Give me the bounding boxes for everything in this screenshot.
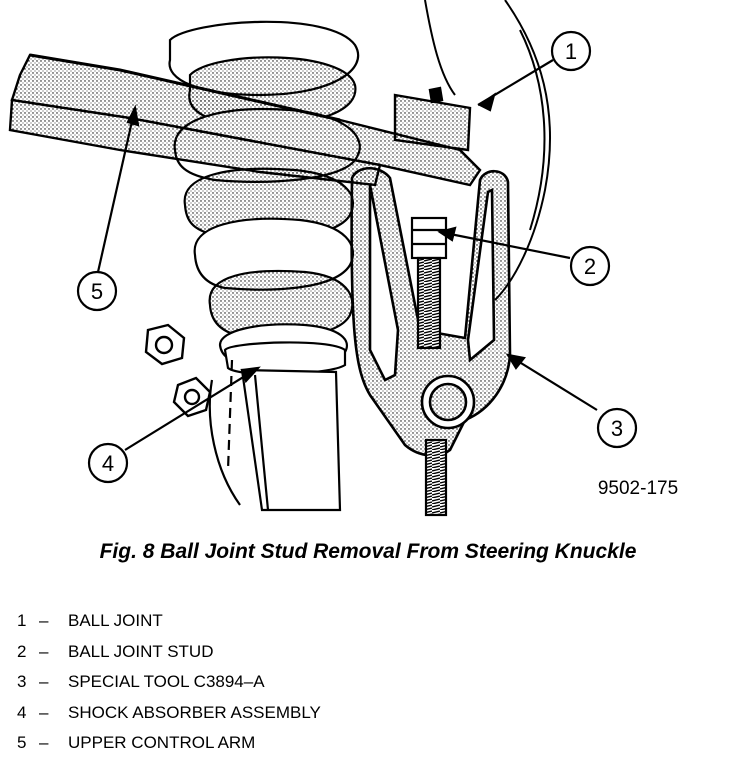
legend-list: 1–BALL JOINT 2–BALL JOINT STUD 3–SPECIAL…: [17, 606, 717, 759]
legend-number: 1: [17, 611, 27, 630]
legend-label: BALL JOINT: [68, 611, 163, 630]
legend-dash: –: [39, 672, 49, 691]
legend-number: 4: [17, 702, 27, 722]
legend-label: SPECIAL TOOL C3894–A: [68, 672, 265, 691]
legend-number: 3: [17, 672, 27, 691]
leader-3: [507, 354, 598, 411]
ball-joint-stud: [410, 216, 448, 517]
legend-item: 5–UPPER CONTROL ARM: [17, 728, 717, 759]
callout-3: 3: [596, 407, 638, 449]
coil-spring: [168, 20, 361, 369]
svg-text:4: 4: [102, 451, 114, 476]
figure-caption: Fig. 8 Ball Joint Stud Removal From Stee…: [99, 540, 637, 563]
special-tool-c3894a: [350, 166, 512, 457]
ball-joint: [393, 86, 472, 152]
callout-2: 2: [569, 245, 611, 287]
legend-label: BALL JOINT STUD: [68, 641, 214, 661]
callout-5: 5: [76, 270, 118, 312]
legend-item: 3–SPECIAL TOOL C3894–A: [17, 667, 717, 698]
svg-text:5: 5: [91, 279, 103, 304]
technical-illustration: 1 2 3 4 5 9502-175: [8, 0, 678, 517]
legend-item: 1–BALL JOINT: [17, 606, 717, 637]
legend-dash: –: [39, 611, 49, 630]
legend-label: UPPER CONTROL ARM: [68, 733, 256, 752]
legend-item: 4–SHOCK ABSORBER ASSEMBLY: [17, 698, 717, 729]
legend-number: 2: [17, 641, 27, 661]
legend-number: 5: [17, 733, 27, 752]
drawing-number: 9502-175: [598, 478, 678, 499]
legend-item: 2–BALL JOINT STUD: [17, 637, 717, 668]
legend-label: SHOCK ABSORBER ASSEMBLY: [68, 702, 321, 722]
leader-4: [124, 367, 259, 451]
svg-text:3: 3: [611, 416, 623, 441]
leader-lines: [96, 59, 598, 451]
steering-knuckle-outline: [424, 0, 551, 301]
shock-absorber: [208, 341, 347, 512]
leader-2: [439, 230, 571, 260]
legend-dash: –: [39, 702, 49, 722]
mounting-hardware: [144, 323, 212, 418]
callout-1: 1: [550, 30, 592, 72]
svg-text:2: 2: [584, 254, 596, 279]
svg-text:1: 1: [565, 39, 577, 64]
callout-4: 4: [87, 442, 129, 484]
upper-control-arm: [8, 53, 482, 187]
legend-dash: –: [39, 733, 49, 752]
legend-dash: –: [39, 641, 49, 661]
leader-5: [96, 107, 137, 273]
